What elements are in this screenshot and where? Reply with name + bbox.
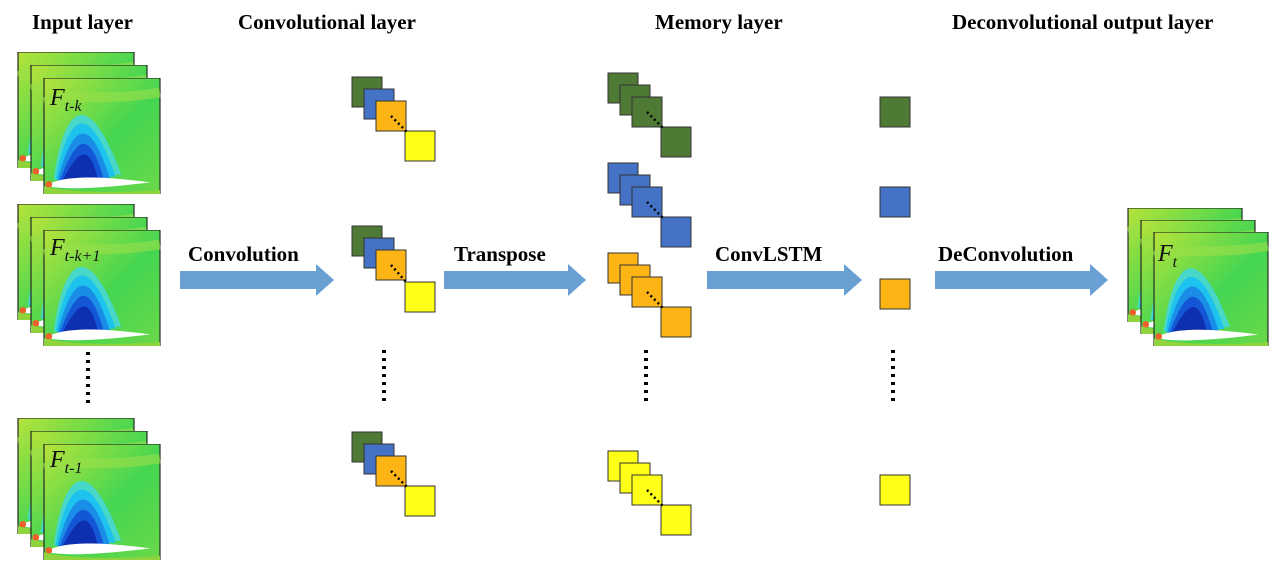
input-stack-2 (18, 204, 160, 346)
heading-output-layer: Deconvolutional output layer (952, 10, 1214, 34)
heading-memory-layer: Memory layer (655, 10, 783, 34)
output-stack (1128, 208, 1268, 346)
conv-group-1 (351, 76, 436, 162)
arrow-convolution (180, 264, 334, 296)
memory-group-orange (607, 252, 692, 338)
label-transpose: Transpose (454, 242, 546, 266)
conv-group-2 (351, 225, 436, 313)
frame-label-t-k: Ft-k (50, 85, 82, 115)
label-deconvolution: DeConvolution (938, 242, 1074, 266)
memory-group-blue (607, 162, 692, 248)
heading-convolutional-layer: Convolutional layer (238, 10, 416, 34)
label-convlstm: ConvLSTM (715, 242, 823, 266)
frame-label-t: Ft (1158, 241, 1178, 271)
arrow-transpose (444, 264, 586, 296)
memory-group-green (607, 72, 692, 158)
arrow-convlstm (707, 264, 862, 296)
memory-group-yellow (607, 450, 692, 536)
input-stack-3 (18, 418, 160, 560)
frame-label-t-k-plus-1: Ft-k+1 (50, 235, 101, 265)
convlstm-output-squares (879, 96, 911, 506)
label-convolution: Convolution (188, 242, 299, 266)
heading-input-layer: Input layer (32, 10, 133, 34)
conv-group-3 (351, 431, 436, 517)
frame-label-t-1: Ft-1 (50, 447, 83, 477)
input-stack-1 (18, 52, 160, 194)
arrow-deconvolution (935, 264, 1108, 296)
